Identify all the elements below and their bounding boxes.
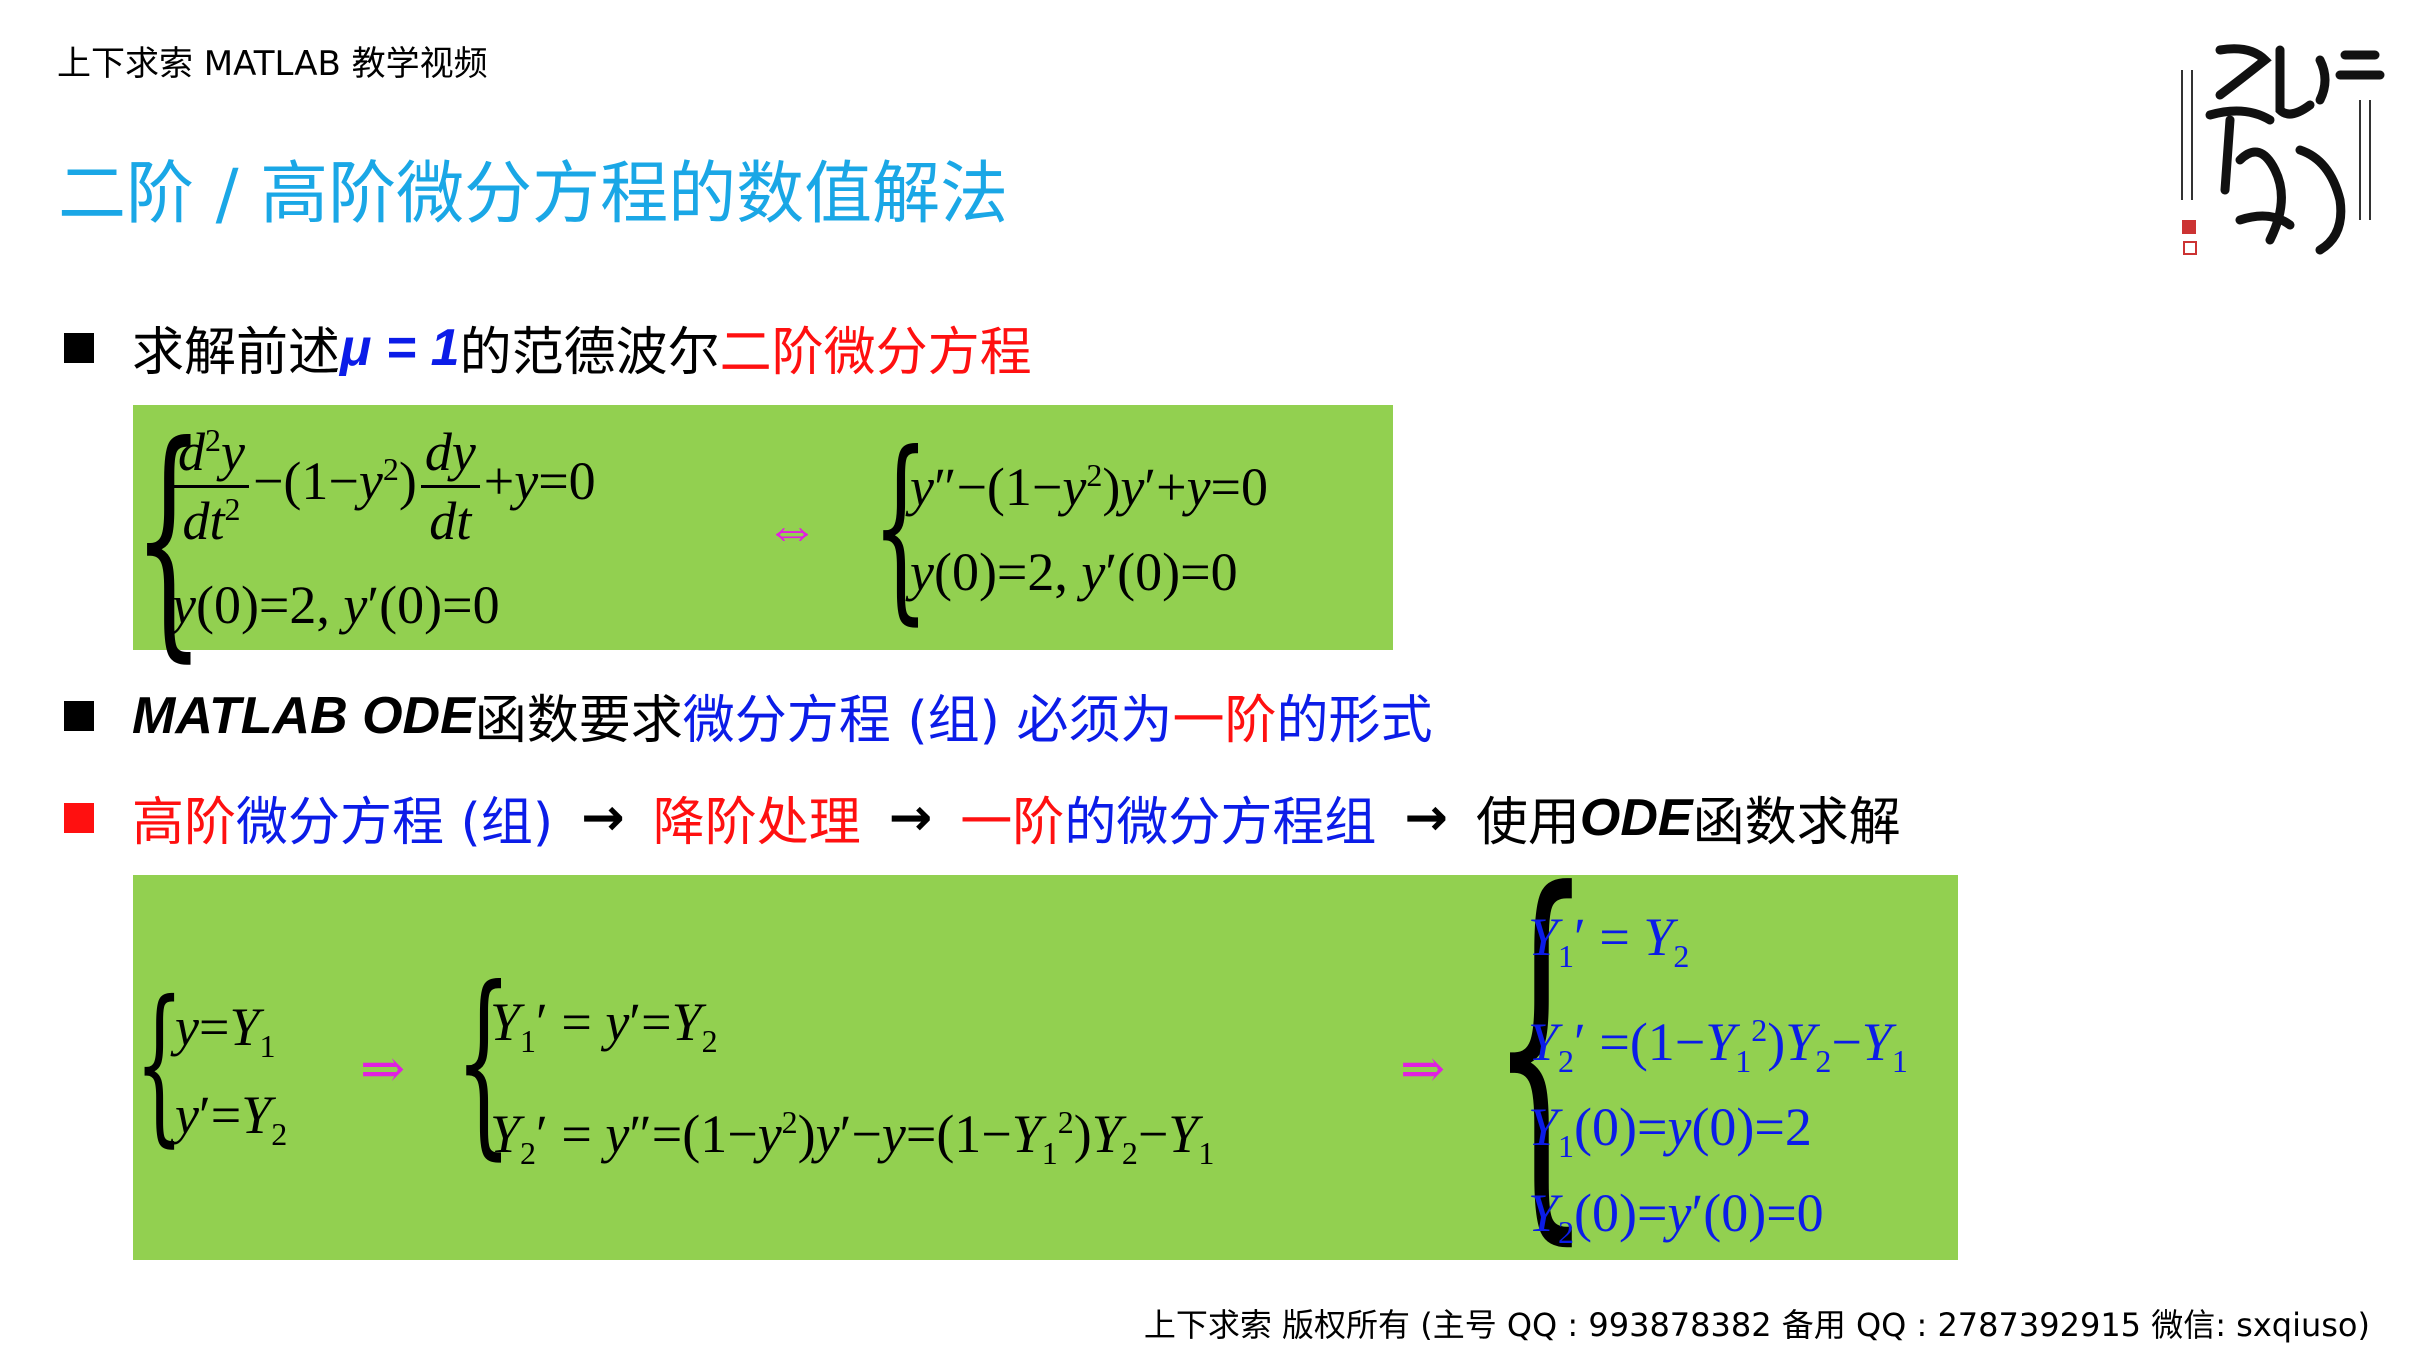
bullet-2-text-b: 微分方程 (组) 必须为 <box>682 691 1173 751</box>
vdp-initial-conditions: y(0)=2, y′(0)=0 <box>172 575 500 635</box>
left-brace-icon: { <box>872 410 930 643</box>
footer-copyright: 上下求索 版权所有 (主号 QQ : 993878382 备用 QQ : 278… <box>1143 1306 2370 1344</box>
bullet-square-icon <box>64 700 94 731</box>
system-eq-2: Y2′ =(1−Y12)Y2−Y1 <box>1528 1012 1908 1079</box>
bullet-2-text-d: 的形式 <box>1276 691 1433 751</box>
bullet-3-text-f: 使用 <box>1475 793 1580 853</box>
bullet-2: MATLAB ODE 函数要求 微分方程 (组) 必须为 一阶 的形式 <box>64 678 1432 753</box>
vdp-prime-initial-conditions: y(0)=2, y′(0)=0 <box>910 542 1238 602</box>
equivalence-arrow-icon: ⇔ <box>765 499 819 559</box>
substitution-y-prime: y′=Y2 <box>175 1085 288 1152</box>
system-eq-3: Y1(0)=y(0)=2 <box>1528 1097 1812 1164</box>
system-eq-4: Y2(0)=y′(0)=0 <box>1528 1183 1824 1250</box>
equation-box-1 <box>133 405 1393 650</box>
left-brace-icon: { <box>133 392 205 683</box>
bullet-3: 高阶 微分方程 (组) → 降阶处理 → 一阶 的微分方程组 → 使用 ODE … <box>64 780 1901 855</box>
equation-box-2 <box>133 875 1958 1260</box>
bullet-3-text-b: 微分方程 (组) <box>236 793 554 853</box>
bullet-1-text-b: 的范德波尔 <box>459 323 720 383</box>
derivative-y2: Y2′ = y″=(1−y2)y′−y=(1−Y12)Y2−Y1 <box>490 1104 1215 1171</box>
right-arrow-icon: → <box>581 787 625 848</box>
bullet-3-text-e: 的微分方程组 <box>1064 793 1377 853</box>
bullet-2-matlab-ode: MATLAB ODE <box>132 686 475 745</box>
vdp-prime-equation: y″−(1−y2)y′+y=0 <box>910 457 1268 517</box>
system-eq-1: Y1′ = Y2 <box>1528 907 1690 974</box>
bullet-3-text-c: 降阶处理 <box>652 793 861 853</box>
right-arrow-icon: → <box>1404 787 1448 848</box>
bullet-3-text-a: 高阶 <box>132 793 237 853</box>
bullet-1-mu: μ = 1 <box>340 318 460 377</box>
slide-title: 二阶 / 高阶微分方程的数值解法 <box>58 155 1009 234</box>
left-brace-icon: { <box>135 965 184 1163</box>
bullet-1-text-c: 二阶微分方程 <box>719 323 1032 383</box>
left-brace-icon: { <box>455 945 513 1178</box>
calligraphy-logo <box>2170 20 2400 270</box>
bullet-2-text-a: 函数要求 <box>474 691 683 751</box>
bullet-square-icon <box>64 332 94 363</box>
bullet-3-text-g: 函数求解 <box>1692 793 1901 853</box>
bullet-3-ode: ODE <box>1579 788 1693 847</box>
substitution-y: y=Y1 <box>175 997 276 1064</box>
left-brace-icon: { <box>1490 812 1592 1277</box>
bullet-3-text-d: 一阶 <box>960 793 1065 853</box>
header-title: 上下求索 MATLAB 教学视频 <box>57 44 488 84</box>
bullet-1: 求解前述 μ = 1 的范德波尔 二阶微分方程 <box>64 310 1032 385</box>
derivative-y1: Y1′ = y′=Y2 <box>490 992 718 1059</box>
implies-arrow-icon: ⇒ <box>1400 1039 1446 1099</box>
implies-arrow-icon: ⇒ <box>360 1039 406 1099</box>
bullet-2-text-c: 一阶 <box>1172 691 1277 751</box>
bullet-1-text-a: 求解前述 <box>132 323 341 383</box>
bullet-square-icon <box>64 802 94 833</box>
right-arrow-icon: → <box>888 787 933 848</box>
